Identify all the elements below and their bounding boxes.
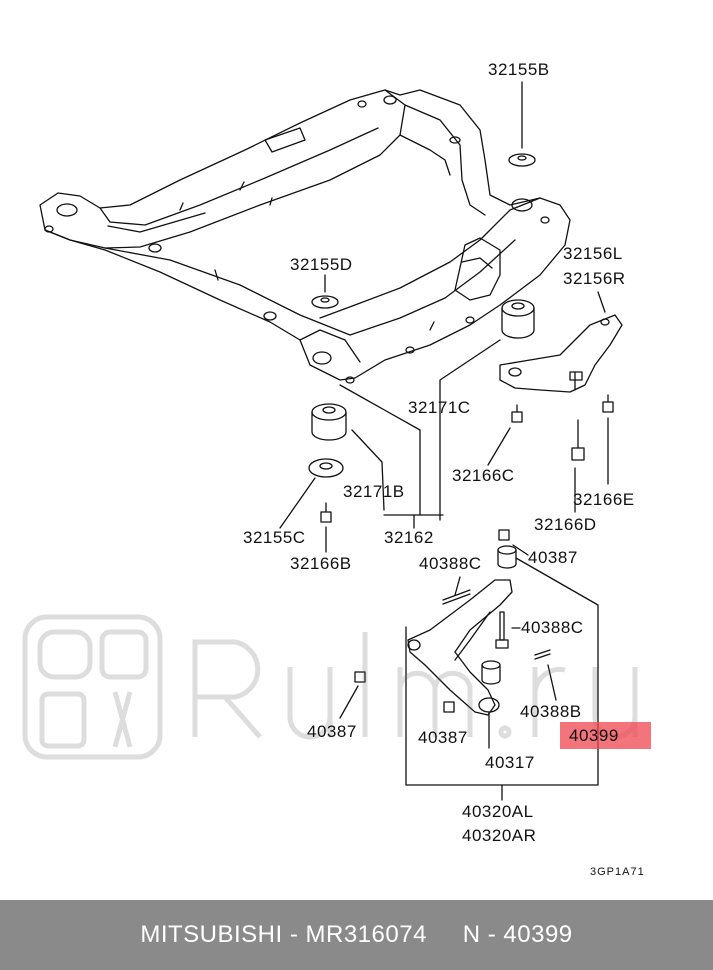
label-32166c: 32166C [452, 466, 515, 485]
washer-32155c [308, 458, 344, 478]
label-40388c-right: 40388C [521, 618, 584, 637]
footer-text: MITSUBISHI - MR316074 N - 40399 [140, 921, 573, 948]
label-40387-middle: 40387 [418, 728, 468, 747]
bolt-32166e [602, 394, 614, 413]
bracket-32156 [499, 314, 623, 393]
bushing-40317 [481, 660, 501, 685]
washer-32155b [508, 153, 536, 167]
parts-diagram [39, 81, 623, 801]
highlight-box [560, 722, 651, 749]
label-40388b: 40388B [520, 702, 582, 721]
bushing-32171b [311, 403, 347, 441]
label-32162: 32162 [384, 528, 434, 547]
bushing-32171c [501, 299, 535, 339]
label-32171c: 32171C [408, 398, 471, 417]
label-40320al: 40320AL [462, 802, 534, 821]
label-32171b: 32171B [343, 482, 405, 501]
label-32166d: 32166D [534, 515, 597, 534]
label-40399: 40399 [569, 726, 619, 745]
label-40387-left: 40387 [307, 722, 357, 741]
nut-40387-middle [443, 701, 455, 713]
nut-40387-left [354, 671, 366, 683]
label-32156l: 32156L [563, 244, 623, 263]
label-32166e: 32166E [573, 490, 635, 509]
label-32155b: 32155B [488, 60, 550, 79]
crossmember-subframe [39, 89, 571, 384]
washer-32155d [311, 295, 339, 309]
bolt-32166b [320, 502, 332, 523]
nut-40387-upper [498, 529, 510, 541]
bolt-32166d [571, 419, 585, 461]
label-32156r: 32156R [563, 269, 626, 288]
bolt-32166c [511, 404, 523, 423]
bolt-40388c-left [442, 589, 471, 605]
label-40317: 40317 [485, 753, 535, 772]
bolt-40388b [534, 649, 551, 660]
label-40320ar: 40320AR [462, 826, 537, 845]
lower-control-arm [407, 579, 513, 716]
footer-bar: MITSUBISHI - MR316074 N - 40399 [0, 900, 713, 970]
bushing-40388c [497, 545, 517, 569]
label-32166b: 32166B [290, 554, 352, 573]
label-32155d: 32155D [290, 255, 353, 274]
label-40388c-top: 40388C [419, 554, 482, 573]
label-40387-top: 40387 [528, 548, 578, 567]
drawing-code: 3GP1A71 [590, 866, 645, 878]
label-32155c: 32155C [243, 528, 306, 547]
bolt-40388c-right [495, 611, 509, 649]
